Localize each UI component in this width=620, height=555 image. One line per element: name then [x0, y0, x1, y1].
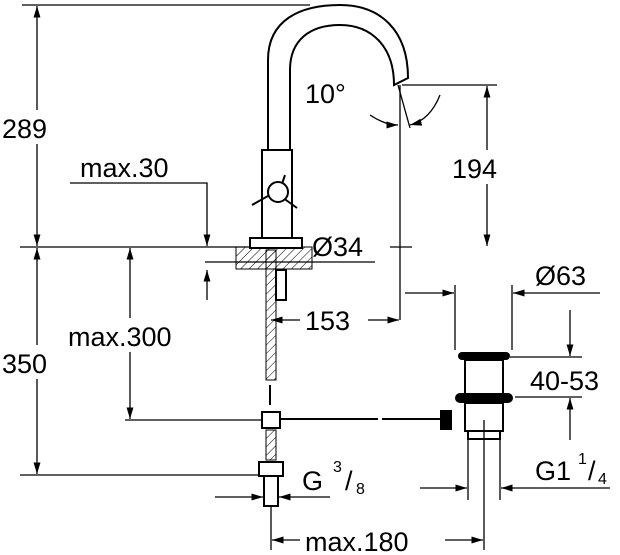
dimension-289: 289: [0, 6, 60, 246]
dimension-diameter-63: Ø63: [405, 261, 600, 297]
label-g-num: 3: [333, 459, 342, 476]
dimension-350: 350: [0, 248, 60, 474]
label-diameter-34: Ø34: [312, 232, 363, 262]
dimension-194: 194: [402, 84, 518, 246]
label-350: 350: [2, 349, 47, 379]
label-g-slash: /: [345, 466, 353, 496]
label-289: 289: [2, 114, 47, 144]
label-g1-den: 4: [598, 471, 607, 488]
dimension-max-300: max.300: [66, 248, 198, 419]
dimension-g1-1-4: G1 1 / 4: [420, 451, 610, 492]
dimension-153: 153: [271, 302, 399, 336]
dimension-max-30: max.30: [70, 153, 211, 300]
reference-lines: [20, 4, 412, 476]
label-153: 153: [305, 306, 350, 336]
label-194: 194: [452, 154, 497, 184]
dimension-diameter-34: Ø34: [205, 232, 375, 263]
dimension-angle-10: 10°: [305, 79, 441, 320]
faucet-illustration: [235, 3, 452, 507]
label-max-30: max.30: [80, 153, 169, 183]
dimension-g-3-8: G 3 / 8: [215, 459, 365, 501]
label-g1: G1: [535, 456, 571, 486]
label-diameter-63: Ø63: [535, 261, 586, 291]
label-g1-num: 1: [578, 451, 587, 468]
dimension-40-53: 40-53: [510, 310, 608, 440]
label-g-den: 8: [356, 481, 365, 498]
drain-illustration: [454, 285, 513, 500]
dimension-max-180: max.180: [270, 500, 485, 555]
label-g1-slash: /: [588, 456, 596, 486]
label-angle: 10°: [305, 79, 346, 109]
label-max-180: max.180: [305, 527, 409, 555]
label-max-300: max.300: [68, 322, 172, 352]
label-g: G: [302, 466, 323, 496]
label-40-53: 40-53: [530, 366, 599, 396]
